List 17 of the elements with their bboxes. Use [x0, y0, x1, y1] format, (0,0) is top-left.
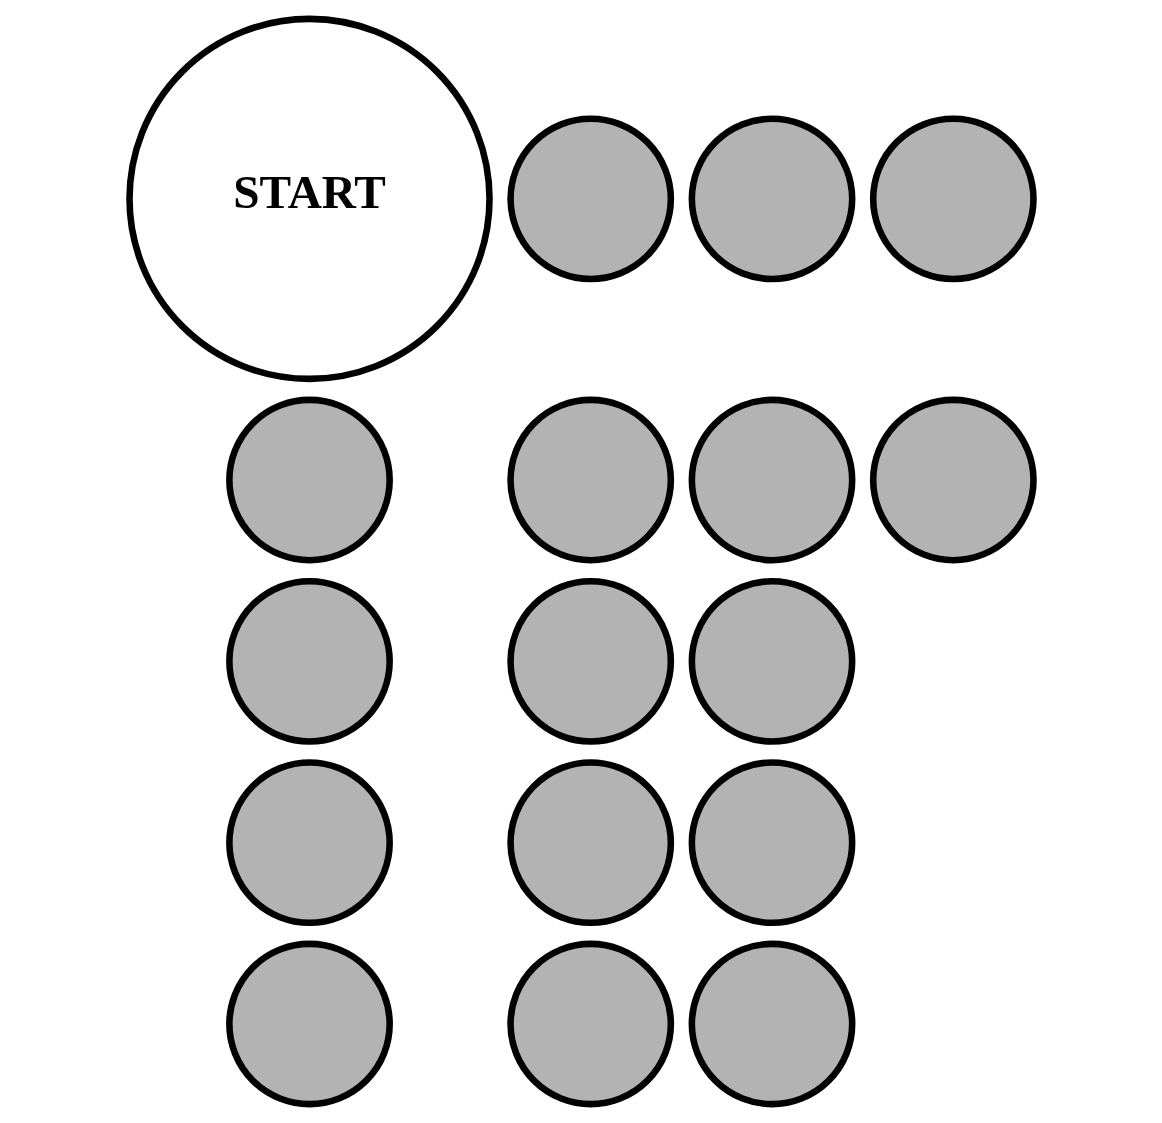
node-circle — [688, 940, 855, 1108]
node-circle — [688, 759, 855, 927]
node-circle — [225, 759, 393, 927]
node-circle: START — [125, 15, 493, 383]
node-circle — [688, 115, 855, 283]
node-circle — [225, 396, 393, 564]
node-circle — [869, 396, 1037, 564]
node-circle — [225, 577, 393, 745]
node-circle — [688, 396, 855, 564]
node-circle — [869, 115, 1037, 283]
node-circle — [225, 940, 393, 1108]
node-circle — [506, 115, 674, 283]
node-circle — [688, 577, 855, 745]
node-circle — [506, 759, 674, 927]
node-circle — [506, 577, 674, 745]
node-circle — [506, 940, 674, 1108]
node-circle — [506, 396, 674, 564]
